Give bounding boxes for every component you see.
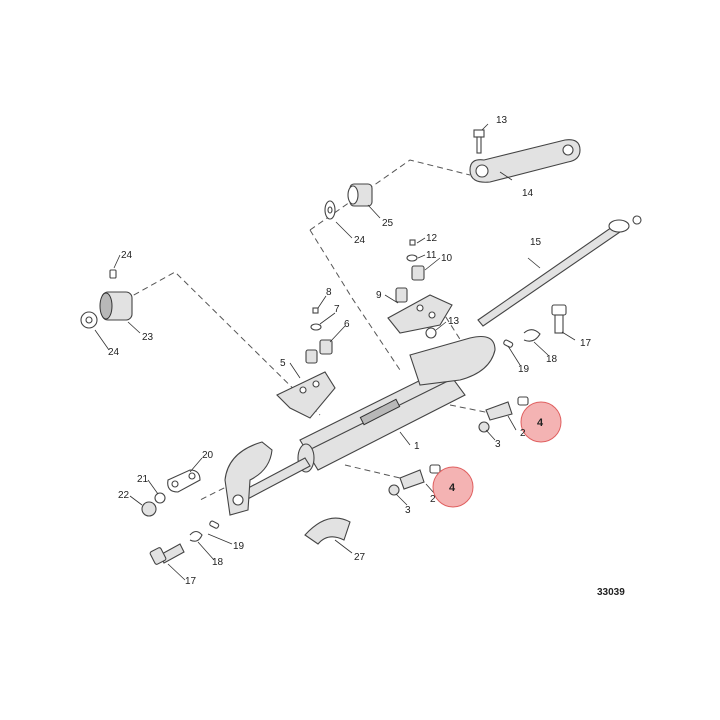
callout-27: 27 [354,552,366,563]
callout-3-lower: 3 [405,505,411,516]
parts-10-12-fasteners [406,239,425,281]
part-18-clip-upper [523,329,541,342]
part-14-bolt [473,129,485,154]
callout-17-lower: 17 [185,576,197,587]
callout-19-lower: 19 [233,541,245,552]
part-9-bracket [387,287,453,334]
callout-labels: 13 14 15 25 24 24 23 24 12 11 10 9 13 8 … [108,115,592,587]
parts-2-3-fitting-lower [388,464,441,496]
callout-18-lower: 18 [212,557,224,568]
part-27-boot [304,517,351,545]
figure-number: 33039 [597,587,625,598]
callout-6: 6 [344,319,350,330]
part-26-spacer [347,183,373,207]
callout-4-upper: 4 [537,417,544,429]
callout-15: 14 [522,188,534,199]
callout-10: 10 [441,253,453,264]
callout-7: 7 [334,304,340,315]
part-5-bracket [276,371,336,419]
part-18-clip-lower [189,530,203,542]
part-19-pin-upper [503,339,514,348]
highlight-circle-4-upper [520,401,562,443]
part-24-washer-left [80,311,98,329]
parts-2-3-fitting-upper [478,396,529,433]
callout-12: 12 [426,233,438,244]
parts-6-8-fasteners [305,307,333,364]
part-24-washer-upper [324,200,336,220]
part-22-nut [141,501,157,517]
callout-11: 11 [426,250,437,261]
callout-21: 21 [137,474,149,485]
callout-2-lower: 2 [430,494,436,505]
callout-24-left: 24 [108,347,120,358]
callout-26: 25 [382,218,394,229]
part-16-tie-rod [477,215,642,327]
callout-19-upper: 19 [518,364,530,375]
callout-25: 24 [121,250,133,261]
callout-23: 23 [142,332,154,343]
callout-3-upper: 3 [495,439,501,450]
part-25-pin [109,269,117,279]
left-end-housing [224,441,273,516]
part-19-pin-lower [209,520,220,529]
callout-18-upper: 18 [546,354,558,365]
callout-17-upper: 17 [580,338,592,349]
callout-5: 5 [280,358,286,369]
part-1-cylinder [297,335,496,473]
callout-2-upper: 2 [520,428,526,439]
callout-16: 15 [530,237,542,248]
callout-20: 20 [202,450,214,461]
leader-lines [94,123,576,581]
callout-22: 22 [118,490,130,501]
part-13-nut [425,327,437,339]
part-17-bolt-upper [551,304,567,334]
callout-13: 13 [448,316,460,327]
part-20-link-plate [167,469,201,493]
callout-9: 9 [376,290,382,301]
callout-4-lower: 4 [449,482,456,494]
part-23-bushing [99,291,133,321]
callout-1: 1 [414,441,420,452]
part-15-arm [469,139,581,183]
highlight-circle-4-lower [432,466,474,508]
callout-14: 13 [496,115,508,126]
part-17-bolt-lower [149,543,185,565]
callout-8: 8 [326,287,332,298]
callout-24-upper: 24 [354,235,366,246]
part-21-washer [154,492,166,504]
